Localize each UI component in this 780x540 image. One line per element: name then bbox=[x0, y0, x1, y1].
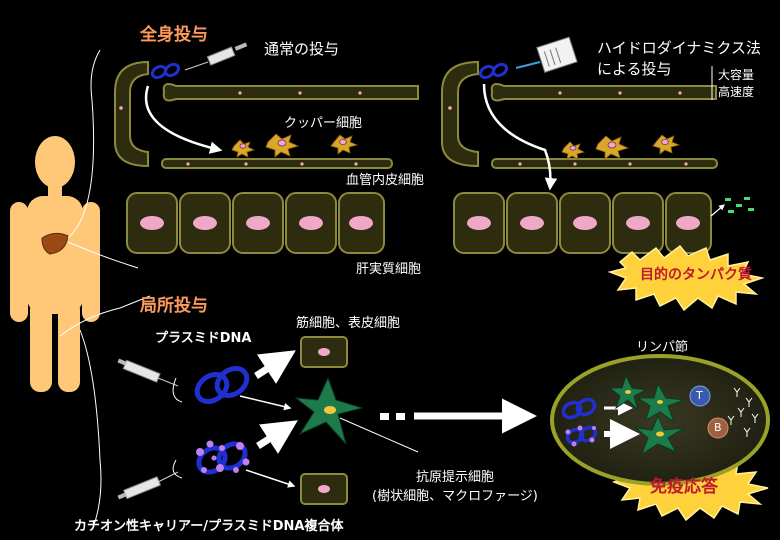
label-plasmid-dna: プラスミドDNA bbox=[155, 331, 252, 346]
blood-vessel-left bbox=[114, 60, 419, 169]
label-kupffer: クッパー細胞 bbox=[284, 116, 363, 131]
label-large-volume: 大容量 bbox=[718, 68, 755, 82]
label-apc-line2: (樹状細胞、マクロファージ) bbox=[372, 489, 538, 504]
muscle-cell-bottom bbox=[300, 473, 348, 505]
label-lymph-node: リンパ節 bbox=[636, 340, 689, 355]
label-target-protein: 目的のタンパク質 bbox=[640, 267, 752, 283]
label-apc-line1: 抗原提示細胞 bbox=[416, 470, 495, 485]
label-immune-response: 免疫応答 bbox=[650, 477, 718, 497]
syringe-icon-complex bbox=[117, 471, 179, 500]
section-title-systemic: 全身投与 bbox=[140, 25, 208, 45]
hepatocytes-right bbox=[453, 192, 712, 254]
t-cell bbox=[689, 385, 711, 407]
label-b-cell: B bbox=[714, 421, 722, 434]
label-parenchymal: 肝実質細胞 bbox=[356, 262, 422, 277]
plasmid-icon-right bbox=[478, 62, 509, 80]
label-normal-injection: 通常の投与 bbox=[264, 40, 340, 58]
kupffer-cells-right bbox=[561, 134, 681, 160]
hepatocytes-left bbox=[126, 192, 385, 254]
protein-dots bbox=[725, 197, 754, 213]
target-protein-burst bbox=[607, 244, 765, 312]
liver-icon bbox=[41, 232, 69, 255]
label-muscle-epidermal: 筋細胞、表皮細胞 bbox=[296, 316, 401, 331]
syringe-icon-normal bbox=[184, 42, 248, 71]
syringe-icon-plasmid bbox=[117, 358, 179, 387]
complex-icon bbox=[196, 440, 250, 475]
arrow-to-kupffer bbox=[144, 85, 223, 154]
dendritic-cell bbox=[294, 376, 364, 445]
label-t-cell: T bbox=[696, 389, 703, 402]
b-cell bbox=[707, 417, 729, 439]
arrow-to-hepatocyte bbox=[482, 83, 558, 191]
human-body bbox=[10, 136, 100, 392]
lymph-dendritic-cells bbox=[608, 374, 685, 456]
label-hydro-line2: による投与 bbox=[597, 60, 672, 78]
syringe-icon-hydrodynamic bbox=[515, 36, 578, 73]
muscle-cell-top bbox=[300, 336, 348, 368]
label-hydro-line1: ハイドロダイナミクス法 bbox=[597, 39, 761, 57]
plasmid-icon-large bbox=[194, 366, 250, 404]
label-endothelial: 血管内皮細胞 bbox=[346, 173, 425, 188]
label-complex: カチオン性キャリアー/プラスミドDNA複合体 bbox=[74, 519, 344, 534]
antibodies bbox=[727, 387, 759, 437]
label-high-speed: 高速度 bbox=[718, 85, 755, 99]
section-title-local: 局所投与 bbox=[140, 296, 208, 316]
plasmid-icon-left bbox=[150, 62, 181, 80]
kupffer-cells-left bbox=[231, 133, 359, 158]
